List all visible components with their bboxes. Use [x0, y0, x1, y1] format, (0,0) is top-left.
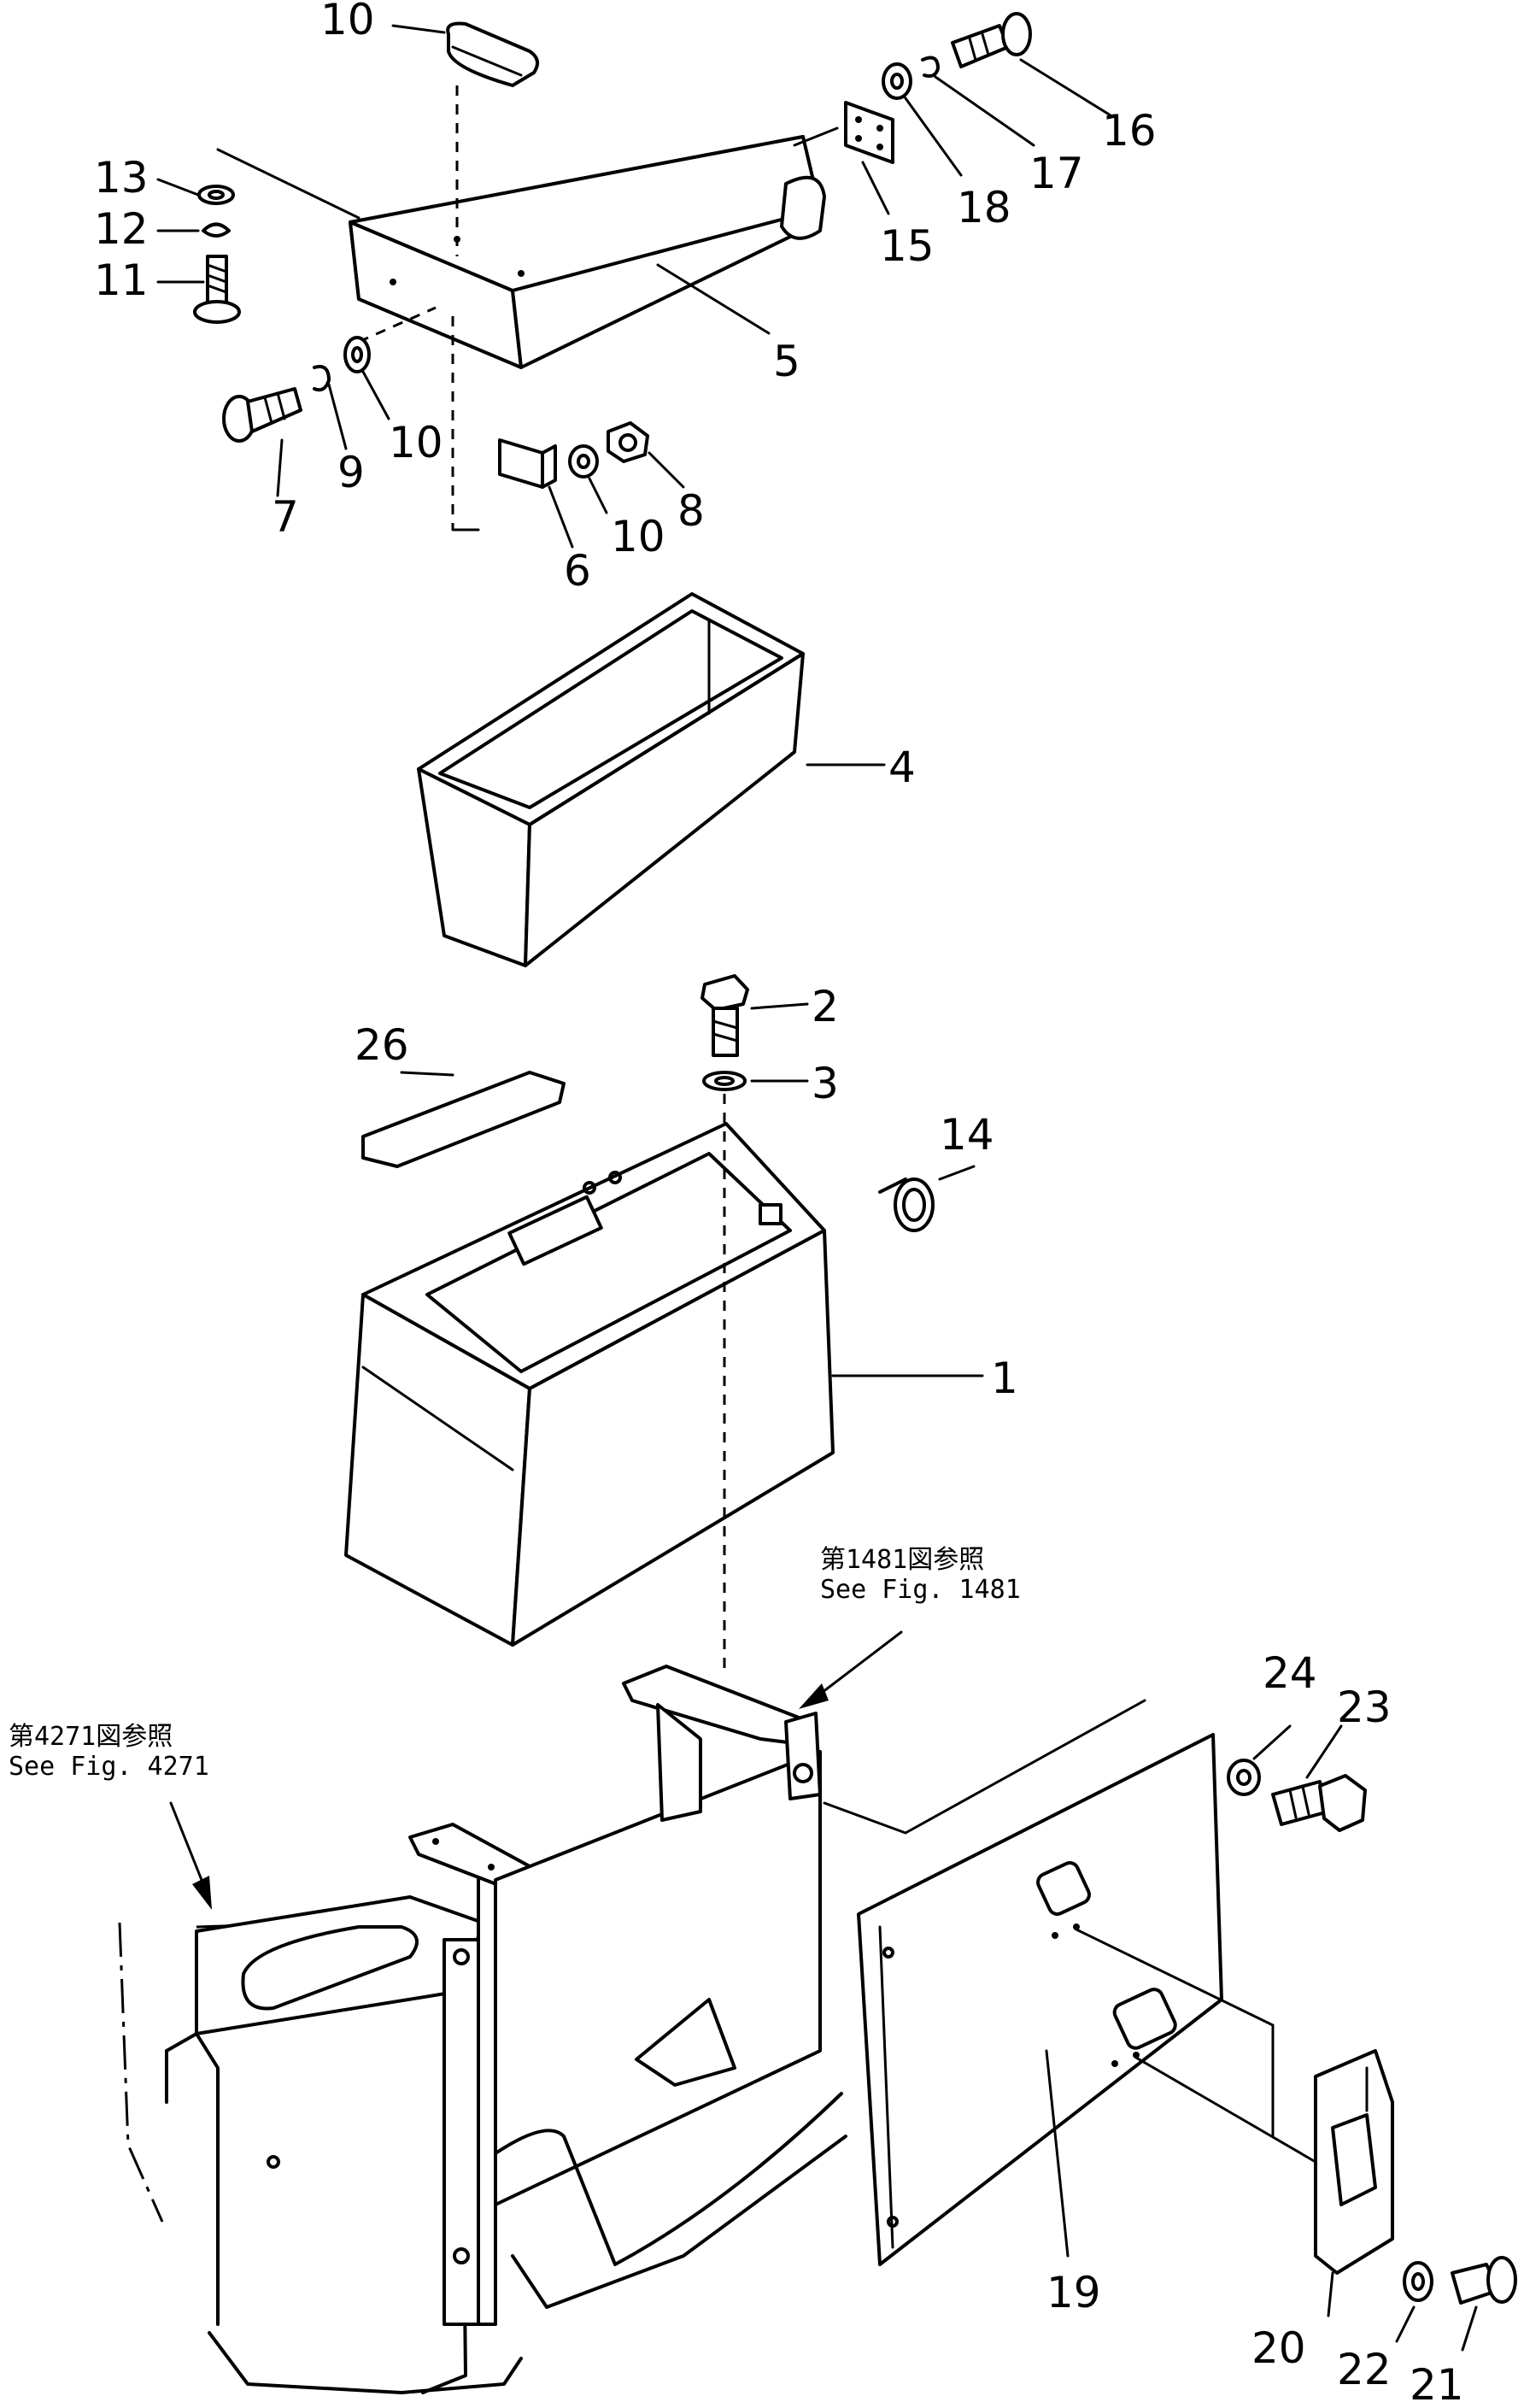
part-10-washer-upper — [343, 336, 371, 373]
leader-lines — [156, 24, 1478, 2352]
callout-15: 14 — [940, 1110, 994, 1160]
ref-fig1481-jp: 第1481図参照 — [820, 1545, 984, 1575]
part-24-bolt — [1271, 1774, 1367, 1832]
part-13-spring-washer — [202, 222, 231, 238]
part-11-cap — [446, 21, 539, 87]
callout-16: 15 — [880, 221, 935, 271]
callout-10-upper: 10 — [389, 418, 443, 467]
callout-18: 17 — [1029, 149, 1084, 198]
part-1-box — [344, 1094, 835, 1675]
part-16-hinge — [844, 101, 894, 164]
callout-5: 5 — [773, 337, 800, 386]
ref-fig4271-en: See Fig. 4271 — [9, 1752, 209, 1782]
callout-7: 7 — [272, 492, 299, 542]
callout-12: 11 — [94, 255, 149, 305]
callout-23: 22 — [1337, 2345, 1392, 2394]
ref-fig1481-en: See Fig. 1481 — [820, 1575, 1021, 1605]
part-23-washer — [1403, 2261, 1433, 2302]
part-7-bolt — [222, 387, 302, 443]
part-8-nut — [607, 421, 649, 463]
part-3-washer — [702, 1071, 747, 1091]
connector-line — [823, 1699, 1146, 1835]
callout-8: 8 — [677, 486, 705, 536]
part-22-bolt — [1451, 2256, 1517, 2305]
part-12-bolt — [193, 255, 241, 324]
lid-assembly — [216, 85, 839, 532]
part-4-tray — [417, 592, 805, 967]
callout-3: 3 — [812, 1059, 839, 1108]
callout-2: 2 — [812, 982, 839, 1031]
callout-6: 6 — [564, 546, 591, 596]
callout-17: 16 — [1102, 106, 1157, 156]
callout-13: 12 — [94, 204, 149, 254]
callout-10-lower: 10 — [611, 512, 665, 561]
callout-1: 1 — [991, 1354, 1018, 1403]
callout-11: 10 — [320, 0, 375, 44]
callout-labels: 10 13 12 11 7 9 10 6 10 8 5 15 18 17 16 … — [94, 0, 1464, 2408]
part-26-label — [361, 1071, 566, 1168]
callout-25: 24 — [1263, 1648, 1317, 1698]
part-10-washer-lower — [568, 444, 599, 479]
part-18-spring-washer — [921, 56, 940, 78]
callout-19: 18 — [957, 183, 1011, 232]
part-25-washer — [1227, 1759, 1261, 1796]
reference-notes: 第1481図参照 See Fig. 1481 第4271図参照 See Fig.… — [9, 1545, 1021, 1782]
part-19-washer — [882, 62, 912, 100]
callout-21: 20 — [1251, 2323, 1306, 2373]
part-15-grommet — [878, 1178, 935, 1232]
part-6-bracket — [498, 438, 557, 489]
part-14-washer — [197, 185, 235, 205]
callout-4: 4 — [888, 743, 916, 792]
part-20-panel — [857, 1733, 1317, 2266]
part-21-latch — [1314, 2049, 1394, 2275]
callout-14: 13 — [94, 153, 149, 203]
part-17-bolt — [951, 12, 1032, 68]
ref-fig4271-jp: 第4271図参照 — [9, 1722, 173, 1752]
part-9-spring-washer — [313, 365, 331, 392]
callout-20: 19 — [1046, 2268, 1101, 2317]
callout-22: 21 — [1410, 2360, 1464, 2408]
callout-26: 26 — [355, 1020, 409, 1070]
part-2-bolt — [700, 974, 749, 1057]
callout-9: 9 — [337, 448, 365, 497]
frame-structure — [118, 1665, 847, 2394]
callout-24: 23 — [1337, 1683, 1392, 1732]
